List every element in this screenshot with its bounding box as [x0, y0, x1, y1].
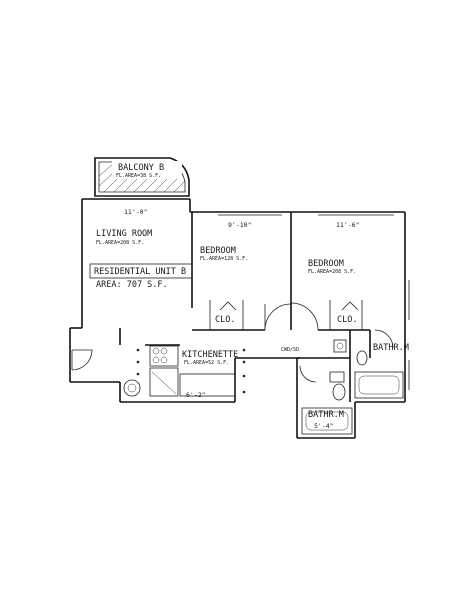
bathroom2-label: BATHR.M	[308, 410, 344, 420]
bedroom2-label: BEDROOM	[308, 259, 344, 269]
balcony-area: FL.AREA=38 S.F.	[116, 173, 161, 179]
kitchenette-area: FL.AREA=52 S.F.	[184, 360, 229, 366]
room-labels: 11'-0" LIVING ROOM FL.AREA=208 S.F. RESI…	[94, 208, 409, 430]
doors	[71, 301, 394, 383]
washer-dryer-label: CWD/SD	[281, 347, 299, 353]
balcony: BALCONY B FL.AREA=38 S.F.	[94, 157, 190, 197]
living-room-label: LIVING ROOM	[96, 229, 152, 239]
closet1-label: CLO.	[215, 315, 235, 325]
bedroom1-area: FL.AREA=128 S.F.	[200, 256, 248, 262]
balcony-label: BALCONY B	[118, 163, 164, 173]
closet2-label: CLO.	[337, 315, 357, 325]
bathroom2-dimension: 5'-4"	[314, 422, 334, 430]
living-dimension: 11'-0"	[124, 208, 147, 216]
interior-walls	[89, 212, 371, 402]
bedroom2-dimension: 11'-6"	[336, 221, 359, 229]
bedroom2-area: FL.AREA=208 S.F.	[308, 269, 356, 275]
bedroom1-dimension: 9'-10"	[228, 221, 251, 229]
fixtures	[123, 339, 404, 435]
kitchenette-label: KITCHENETTE	[182, 350, 238, 360]
unit-label: RESIDENTIAL UNIT B	[94, 267, 186, 277]
unit-area: AREA: 707 S.F.	[96, 280, 168, 290]
living-room-area: FL.AREA=208 S.F.	[96, 240, 144, 246]
kitchenette-dimension: 6'-2"	[186, 391, 206, 399]
bathroom1-label: BATHR.M	[373, 343, 409, 353]
bedroom1-label: BEDROOM	[200, 246, 236, 256]
